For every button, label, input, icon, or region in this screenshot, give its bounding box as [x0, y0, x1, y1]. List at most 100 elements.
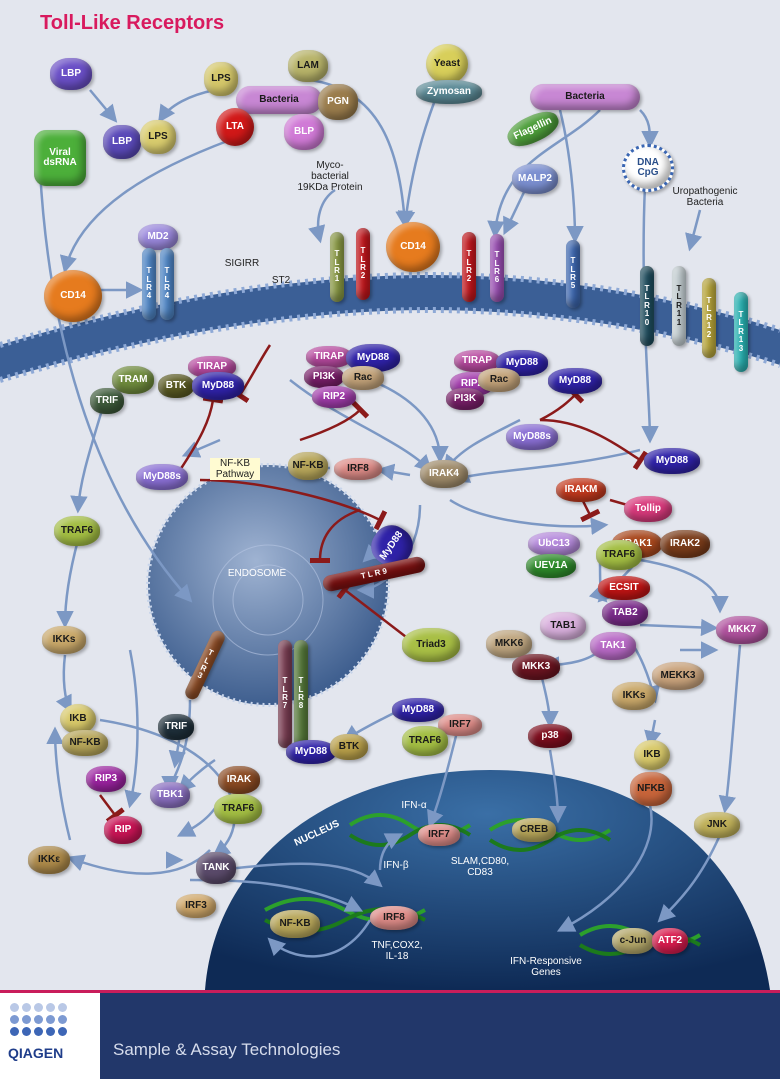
atf2-factor: ATF2: [652, 928, 688, 954]
irf3-factor: IRF3: [176, 894, 216, 918]
tlr6-receptor: T L R 6: [490, 234, 504, 302]
lam-molecule: LAM: [288, 50, 328, 82]
st2-label: ST2: [271, 275, 291, 286]
irak4-kinase: IRAK4: [420, 460, 468, 488]
myd88-adaptor: MyD88: [644, 448, 700, 474]
mycobacterial-protein-label: Myco- bacterial 19KDa Protein: [297, 160, 363, 193]
uropathogenic-bacteria-label: Uropathogenic Bacteria: [672, 186, 738, 208]
tlr2-receptor: T L R 2: [356, 228, 370, 300]
yeast-cell: Yeast: [426, 44, 468, 84]
cjun-factor: c-Jun: [612, 928, 654, 954]
traf6-factor: TRAF6: [402, 726, 448, 756]
ikke-kinase: IKKε: [28, 846, 70, 874]
lta-molecule: LTA: [216, 108, 254, 146]
myd88-adaptor: MyD88: [192, 372, 244, 400]
brand-name: QIAGEN: [8, 1045, 64, 1061]
mkk6-kinase: MKK6: [486, 630, 532, 658]
triad3-protein: Triad3: [402, 628, 460, 662]
mkk7-kinase: MKK7: [716, 616, 768, 644]
irak2-kinase: IRAK2: [660, 530, 710, 558]
tlr5-receptor: T L R 5: [566, 240, 580, 308]
irakm-kinase: IRAKM: [556, 478, 606, 502]
tram-adaptor: TRAM: [112, 366, 154, 394]
pi3k-kinase: PI3K: [446, 388, 484, 410]
lps-molecule: LPS: [204, 62, 238, 96]
tollip-protein: Tollip: [624, 496, 672, 522]
dna-cpg: DNA CpG: [622, 144, 674, 192]
btk-kinase: BTK: [330, 734, 368, 760]
logo-area: QIAGEN: [0, 993, 100, 1079]
lbp-molecule: LBP: [50, 58, 92, 90]
ifn-alpha-label: IFN-α: [401, 800, 427, 811]
tirap-adaptor: TIRAP: [454, 350, 500, 372]
mekk3-kinase: MEKK3: [652, 662, 704, 690]
nfkb-factor: NFKB: [630, 772, 672, 806]
ifn-responsive-genes-label: IFN-Responsive Genes: [510, 956, 582, 978]
traf6-factor: TRAF6: [214, 794, 262, 824]
myd88-adaptor: MyD88: [392, 698, 444, 722]
tirap-adaptor: TIRAP: [306, 346, 352, 368]
irf7-factor: IRF7: [438, 714, 482, 736]
tlr13-receptor: T L R 1 3: [734, 292, 748, 372]
rip-kinase: RIP: [104, 816, 142, 844]
creb-factor: CREB: [512, 818, 556, 842]
btk-kinase: BTK: [158, 374, 194, 398]
tank-protein: TANK: [196, 852, 236, 884]
bacteria-cell: Bacteria: [236, 86, 322, 114]
blp-molecule: BLP: [284, 114, 324, 150]
irf8-factor: IRF8: [370, 906, 418, 930]
ikks-complex: IKKs: [612, 682, 656, 710]
irf8-factor: IRF8: [334, 458, 382, 480]
tlr2-receptor: T L R 2: [462, 232, 476, 302]
p38-kinase: p38: [528, 724, 572, 748]
sigirr-label: SIGIRR: [224, 258, 260, 269]
traf6-factor: TRAF6: [596, 540, 642, 570]
nfkb-factor: NF-KB: [62, 730, 108, 756]
mkk3-kinase: MKK3: [512, 654, 560, 680]
nfkb-factor: NF-KB: [270, 910, 320, 938]
myd88-adaptor: MyD88: [548, 368, 602, 394]
ikb-inhibitor: IKB: [60, 704, 96, 734]
cd14-molecule: CD14: [44, 270, 102, 322]
trif-adaptor: TRIF: [158, 714, 194, 740]
pi3k-kinase: PI3K: [304, 366, 344, 388]
zymosan-molecule: Zymosan: [416, 80, 482, 104]
tlr8-receptor: T L R 8: [294, 640, 308, 748]
uev1a-protein: UEV1A: [526, 554, 576, 578]
ubc13-protein: UbC13: [528, 532, 580, 556]
tab2-protein: TAB2: [602, 600, 648, 626]
rip2-kinase: RIP2: [312, 386, 356, 408]
myd88-adaptor: MyD88: [286, 740, 336, 764]
viral-dsrna: Viral dsRNA: [34, 130, 86, 186]
tlr7-receptor: T L R 7: [278, 640, 292, 748]
ifn-beta-label: IFN-β: [383, 860, 409, 871]
tak1-kinase: TAK1: [590, 632, 636, 660]
nucleus: [205, 770, 770, 990]
pgn-molecule: PGN: [318, 84, 358, 120]
tlr10-receptor: T L R 1 0: [640, 266, 654, 346]
myd88s-adaptor: MyD88s: [136, 464, 188, 490]
rip3-kinase: RIP3: [86, 766, 126, 792]
trif-adaptor: TRIF: [90, 388, 124, 414]
ikb-inhibitor: IKB: [634, 740, 670, 770]
tlr11-receptor: T L R 1 1: [672, 266, 686, 346]
malp2-molecule: MALP2: [512, 164, 558, 194]
tlr4-receptor: T L R 4: [142, 248, 156, 320]
tlr-pathway-diagram: Toll-Like Receptors LBP LBP LPS LPS LAM …: [0, 12, 780, 990]
endosome-label: ENDOSOME: [227, 568, 287, 579]
nfkb-factor: NF-KB: [288, 452, 328, 480]
md2-molecule: MD2: [138, 224, 178, 250]
rac-protein: Rac: [478, 368, 520, 392]
footer-tagline: Sample & Assay Technologies: [113, 1040, 341, 1059]
myd88s-adaptor: MyD88s: [506, 424, 558, 450]
jnk-kinase: JNK: [694, 812, 740, 838]
slam-cd80-cd83-label: SLAM,CD80, CD83: [450, 856, 510, 878]
myd88-adaptor: MyD88: [496, 350, 548, 376]
nfkb-pathway-label: NF-KB Pathway: [210, 458, 260, 480]
ecsit-protein: ECSIT: [598, 576, 650, 600]
footer-bar: QIAGEN Sample & Assay Technologies: [0, 990, 780, 1079]
cd14-molecule: CD14: [386, 222, 440, 272]
irak-kinase: IRAK: [218, 766, 260, 794]
cell-membrane: [0, 275, 780, 380]
diagram-title: Toll-Like Receptors: [40, 12, 225, 34]
